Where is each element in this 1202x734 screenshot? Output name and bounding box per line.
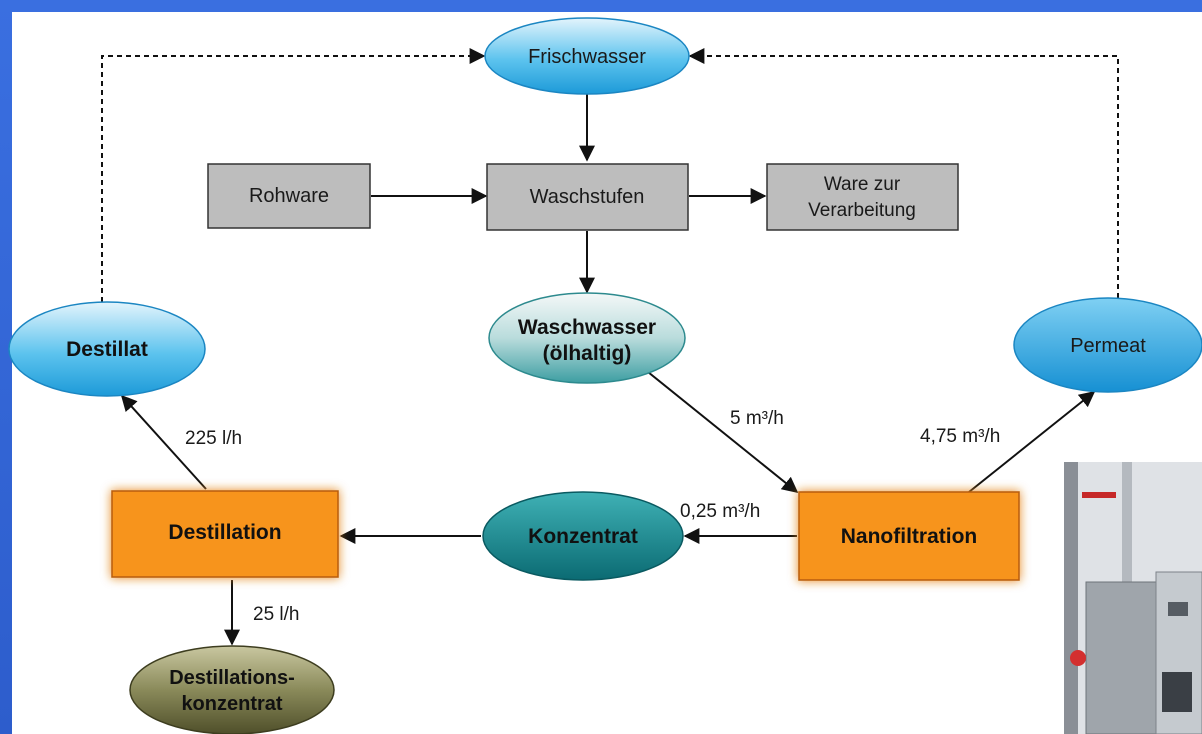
ware-zur-verarbeitung-node: Ware zur Verarbeitung: [766, 163, 959, 231]
destillationskonzentrat-node: Destillations- konzentrat: [129, 645, 335, 734]
ware-label-line2: Verarbeitung: [808, 200, 916, 221]
frischwasser-label: Frischwasser: [528, 46, 646, 68]
destillation-to-destillat-arrow: [120, 394, 207, 490]
flow-5m3h-label: 5 m³/h: [730, 408, 784, 429]
rohware-label: Rohware: [249, 185, 329, 207]
waschwasser-label-line2: (ölhaltig): [543, 342, 632, 365]
nanofiltration-node: Nanofiltration: [798, 491, 1020, 581]
destillation-node: Destillation: [111, 490, 339, 578]
waschstufen-label: Waschstufen: [530, 186, 645, 208]
destkonz-label-line1: Destillations-: [169, 667, 295, 689]
frischwasser-node: Frischwasser: [484, 17, 690, 95]
ware-label-line1: Ware zur: [824, 174, 901, 195]
destillat-node: Destillat: [8, 301, 206, 397]
destillat-label: Destillat: [66, 338, 148, 361]
destillation-label: Destillation: [168, 521, 281, 544]
konzentrat-label: Konzentrat: [528, 525, 638, 548]
flow-25lh-label: 25 l/h: [253, 604, 299, 625]
equipment-photo-drawing: [1064, 462, 1202, 734]
permeat-label: Permeat: [1070, 335, 1146, 357]
waschwasser-node: Waschwasser (ölhaltig): [488, 292, 686, 384]
waschwasser-label-line1: Waschwasser: [518, 316, 656, 339]
permeat-node: Permeat: [1013, 297, 1202, 393]
rohware-node: Rohware: [207, 163, 371, 229]
destillat-to-frischwasser-dashed-arrow: [101, 48, 486, 302]
konzentrat-node: Konzentrat: [482, 491, 684, 581]
destkonz-label-line2: konzentrat: [181, 693, 282, 715]
flow-labels: 5 m³/h 4,75 m³/h 0,25 m³/h 225 l/h 25 l/…: [185, 408, 1000, 625]
nanofiltration-label: Nanofiltration: [841, 525, 978, 548]
equipment-photo: [1064, 462, 1202, 734]
waschstufen-node: Waschstufen: [486, 163, 689, 231]
waschwasser-to-nanofiltration-arrow: [647, 371, 799, 494]
connectors: [101, 48, 1119, 646]
flow-025m3h-label: 0,25 m³/h: [680, 501, 760, 522]
nanofiltration-to-permeat-arrow: [968, 391, 1096, 493]
flow-475m3h-label: 4,75 m³/h: [920, 426, 1000, 447]
flow-225lh-label: 225 l/h: [185, 428, 242, 449]
